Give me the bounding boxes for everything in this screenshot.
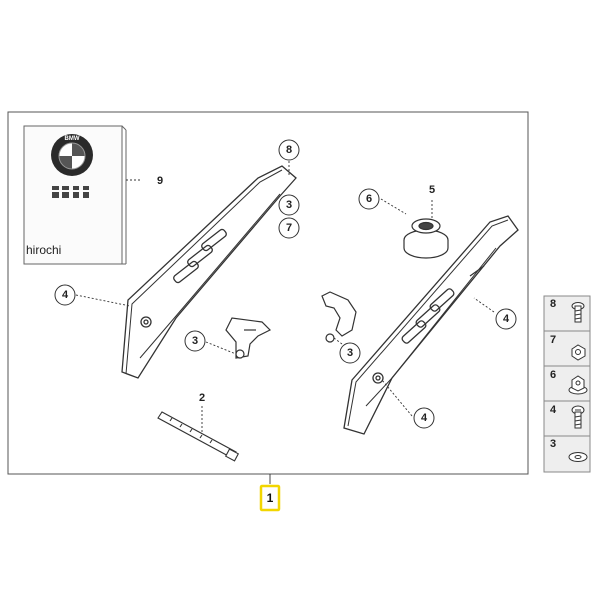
svg-text:8: 8: [550, 298, 556, 310]
right-bracket: [343, 215, 519, 435]
bmw-logo-text: BMW: [65, 136, 80, 142]
bmw-logo: BMW: [51, 134, 93, 176]
legend-row: 8: [550, 298, 585, 323]
svg-text:3: 3: [550, 438, 556, 450]
svg-text:4: 4: [421, 412, 428, 424]
cable-tie: [157, 411, 240, 462]
right-clamp: [321, 291, 357, 343]
callout-4-left: 4: [54, 284, 76, 306]
bolt-icon: [571, 302, 585, 323]
svg-text:5: 5: [429, 184, 435, 196]
svg-text:2: 2: [199, 392, 205, 404]
svg-text:4: 4: [550, 404, 557, 416]
svg-text:3: 3: [192, 335, 198, 347]
callout-4-bottom: 4: [413, 407, 435, 429]
left-clamp: [225, 317, 272, 359]
svg-text:3: 3: [286, 199, 292, 211]
screw-icon: [571, 405, 585, 429]
svg-text:3: 3: [347, 347, 353, 359]
svg-text:4: 4: [503, 313, 510, 325]
legend-row: 7: [550, 334, 586, 361]
callout-3-right: 3: [339, 342, 361, 364]
svg-text:7: 7: [550, 334, 556, 346]
callout-6: 6: [358, 188, 380, 210]
hardware-legend: 8 7 6 4: [543, 295, 591, 473]
callout-5-label: 5: [429, 184, 435, 196]
washer-icon: [568, 452, 588, 462]
svg-text:7: 7: [286, 222, 292, 234]
manual-label: hirochi: [26, 243, 61, 257]
leader-lines: [75, 161, 495, 484]
manual-illustration: BMW hirochi: [23, 125, 127, 265]
callout-4-right: 4: [495, 308, 517, 330]
manual-glyphs: [52, 186, 89, 198]
left-bracket: [121, 165, 297, 379]
nut-icon: [571, 344, 586, 361]
callout-9-label: 9: [157, 175, 163, 187]
callout-8: 8: [278, 139, 300, 161]
rubber-grommet: [403, 218, 449, 259]
callout-3-left: 3: [184, 330, 206, 352]
svg-text:1: 1: [267, 491, 274, 505]
svg-text:6: 6: [366, 193, 372, 205]
callout-2-label: 2: [199, 392, 205, 404]
svg-text:6: 6: [550, 369, 556, 381]
legend-row: 6: [550, 369, 588, 395]
callout-3-top: 3: [278, 194, 300, 216]
svg-text:8: 8: [286, 144, 292, 156]
legend-row: 3: [550, 438, 588, 462]
legend-row: 4: [550, 404, 585, 429]
svg-text:4: 4: [62, 289, 69, 301]
main-item-label[interactable]: 1: [259, 484, 281, 512]
callout-7: 7: [278, 217, 300, 239]
flange-nut-icon: [568, 375, 588, 395]
